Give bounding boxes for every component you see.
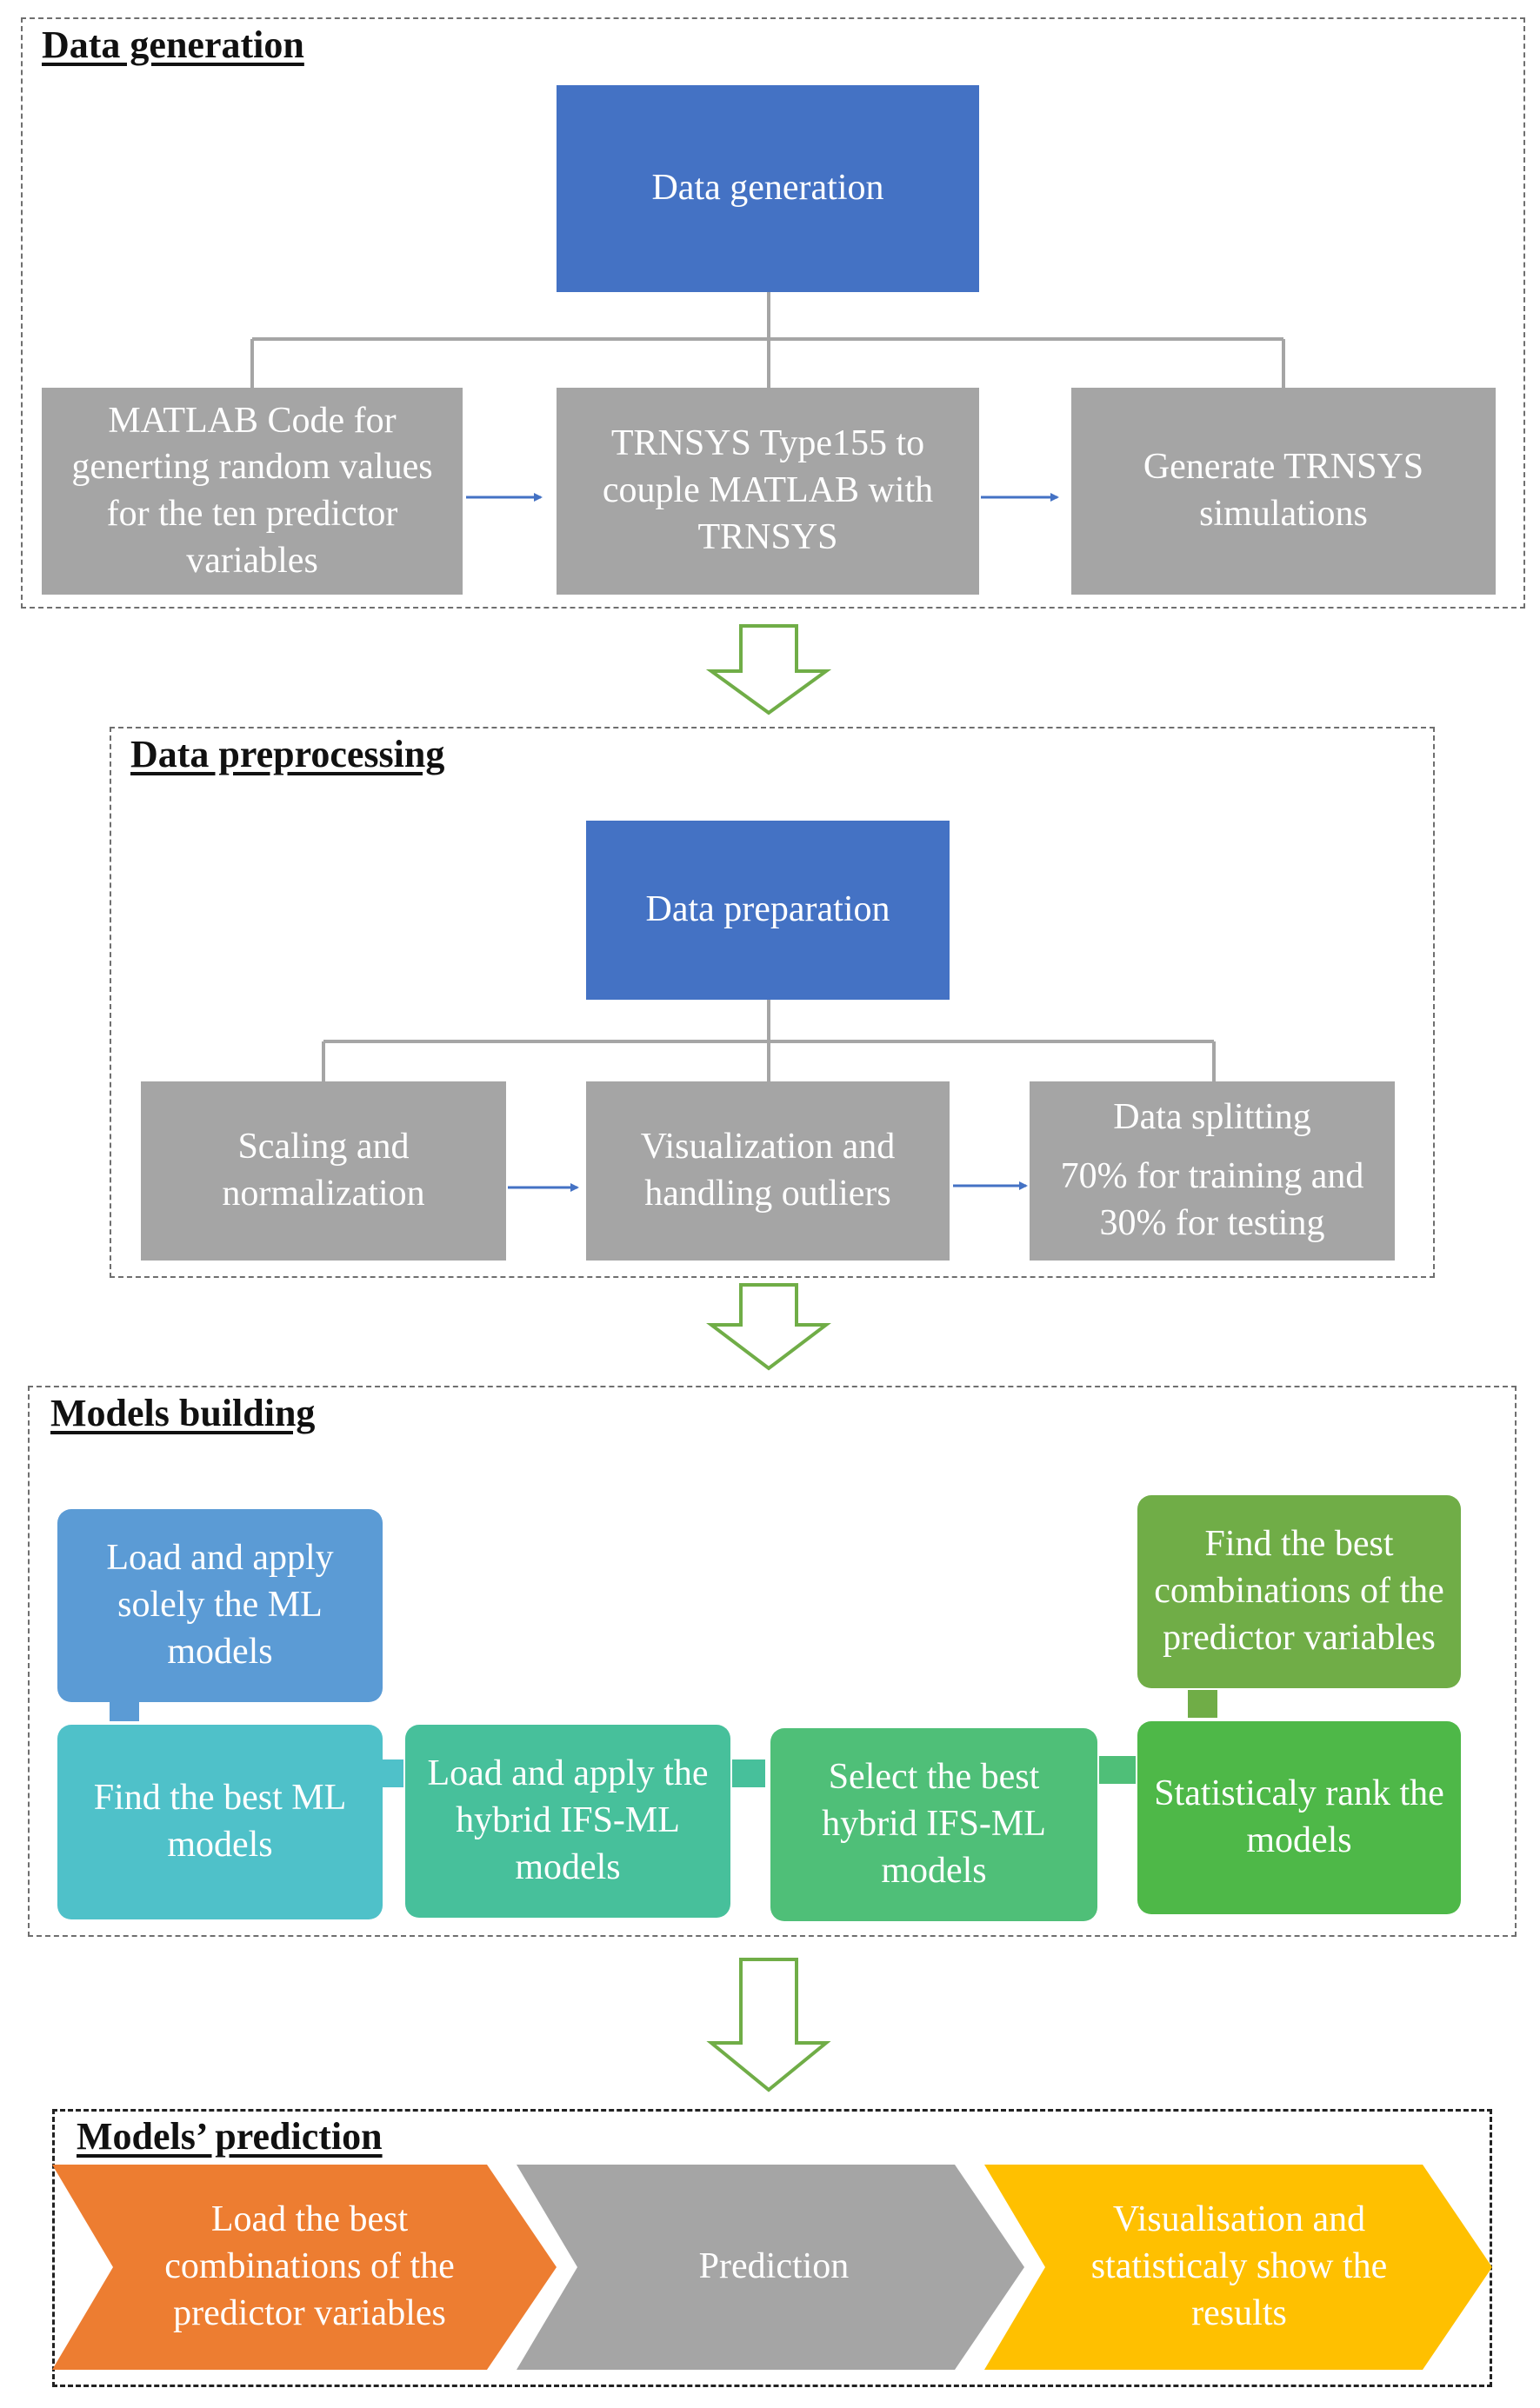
models-building-section	[28, 1386, 1517, 1937]
trnsys-type155-box-label: TRNSYS Type155 to couple MATLAB with TRN…	[602, 423, 934, 557]
select-best-hybrid-label: Select the best hybrid IFS-ML models	[822, 1757, 1046, 1891]
select-best-hybrid-box: Select the best hybrid IFS-ML models	[770, 1728, 1097, 1921]
rank-models-label: Statisticaly rank the models	[1154, 1773, 1444, 1860]
data-preparation-box: Data preparation	[586, 821, 950, 1000]
load-combinations-chevron	[52, 2165, 557, 2370]
connector-find-to-hybrid	[383, 1759, 403, 1787]
trnsys-type155-box: TRNSYS Type155 to couple MATLAB with TRN…	[557, 388, 979, 595]
scaling-normalization-box: Scaling and normalization	[141, 1081, 506, 1261]
load-combinations-text: Load the best combinations of the predic…	[164, 2199, 455, 2333]
matlab-code-box-label: MATLAB Code for generting random values …	[71, 400, 433, 581]
data-preparation-box-label: Data preparation	[645, 889, 890, 930]
load-hybrid-models-label: Load and apply the hybrid IFS-ML models	[427, 1753, 709, 1887]
models-prediction-title: Models’ prediction	[77, 2115, 383, 2158]
load-ml-models-label: Load and apply solely the ML models	[106, 1538, 334, 1672]
scaling-normalization-box-label: Scaling and normalization	[222, 1127, 425, 1214]
visualization-outliers-box-label: Visualization and handling outliers	[640, 1127, 896, 1214]
data-generation-box: Data generation	[557, 85, 979, 292]
connector-hybrid-to-select	[732, 1759, 765, 1787]
load-ml-models-box: Load and apply solely the ML models	[57, 1509, 383, 1702]
load-hybrid-models-box: Load and apply the hybrid IFS-ML models	[405, 1725, 730, 1918]
data-preprocessing-tree-connector	[322, 1000, 1216, 1081]
data-preprocessing-title: Data preprocessing	[130, 733, 445, 775]
prediction-chevron	[517, 2165, 1024, 2370]
data-generation-title: Data generation	[42, 23, 304, 66]
data-splitting-title: Data splitting	[1113, 1097, 1311, 1138]
models-prediction-section	[52, 2109, 1492, 2387]
visualisation-chevron	[984, 2165, 1492, 2370]
find-best-ml-box: Find the best ML models	[57, 1725, 383, 1919]
connector-rank-to-combos	[1188, 1690, 1217, 1718]
data-generation-tree-connector	[250, 292, 1285, 388]
data-generation-box-label: Data generation	[651, 168, 884, 209]
data-generation-section	[21, 17, 1525, 609]
models-building-title: Models building	[50, 1392, 316, 1434]
down-arrow-1	[705, 624, 832, 715]
visualisation-results-text: Visualisation and statisticaly show the …	[1090, 2199, 1388, 2333]
data-preprocessing-section	[110, 727, 1435, 1278]
matlab-code-box: MATLAB Code for generting random values …	[42, 388, 463, 595]
find-best-ml-label: Find the best ML models	[93, 1778, 347, 1865]
down-arrow-2	[706, 1283, 831, 1371]
connector-select-to-rank	[1099, 1756, 1136, 1784]
prediction-text: Prediction	[698, 2246, 850, 2287]
visualization-outliers-box: Visualization and handling outliers	[586, 1081, 950, 1261]
rank-models-box: Statisticaly rank the models	[1137, 1721, 1461, 1914]
trnsys-simulations-box: Generate TRNSYS simulations	[1071, 388, 1496, 595]
find-best-combinations-box: Find the best combinations of the predic…	[1137, 1495, 1461, 1688]
data-splitting-detail: 70% for training and 30% for testing	[1060, 1156, 1364, 1243]
trnsys-simulations-box-label: Generate TRNSYS simulations	[1143, 447, 1424, 534]
find-best-combinations-label: Find the best combinations of the predic…	[1154, 1524, 1444, 1658]
data-splitting-box: Data splitting 70% for training and 30% …	[1030, 1081, 1395, 1261]
down-arrow-3	[706, 1958, 831, 2092]
connector-load-to-find	[110, 1702, 139, 1721]
